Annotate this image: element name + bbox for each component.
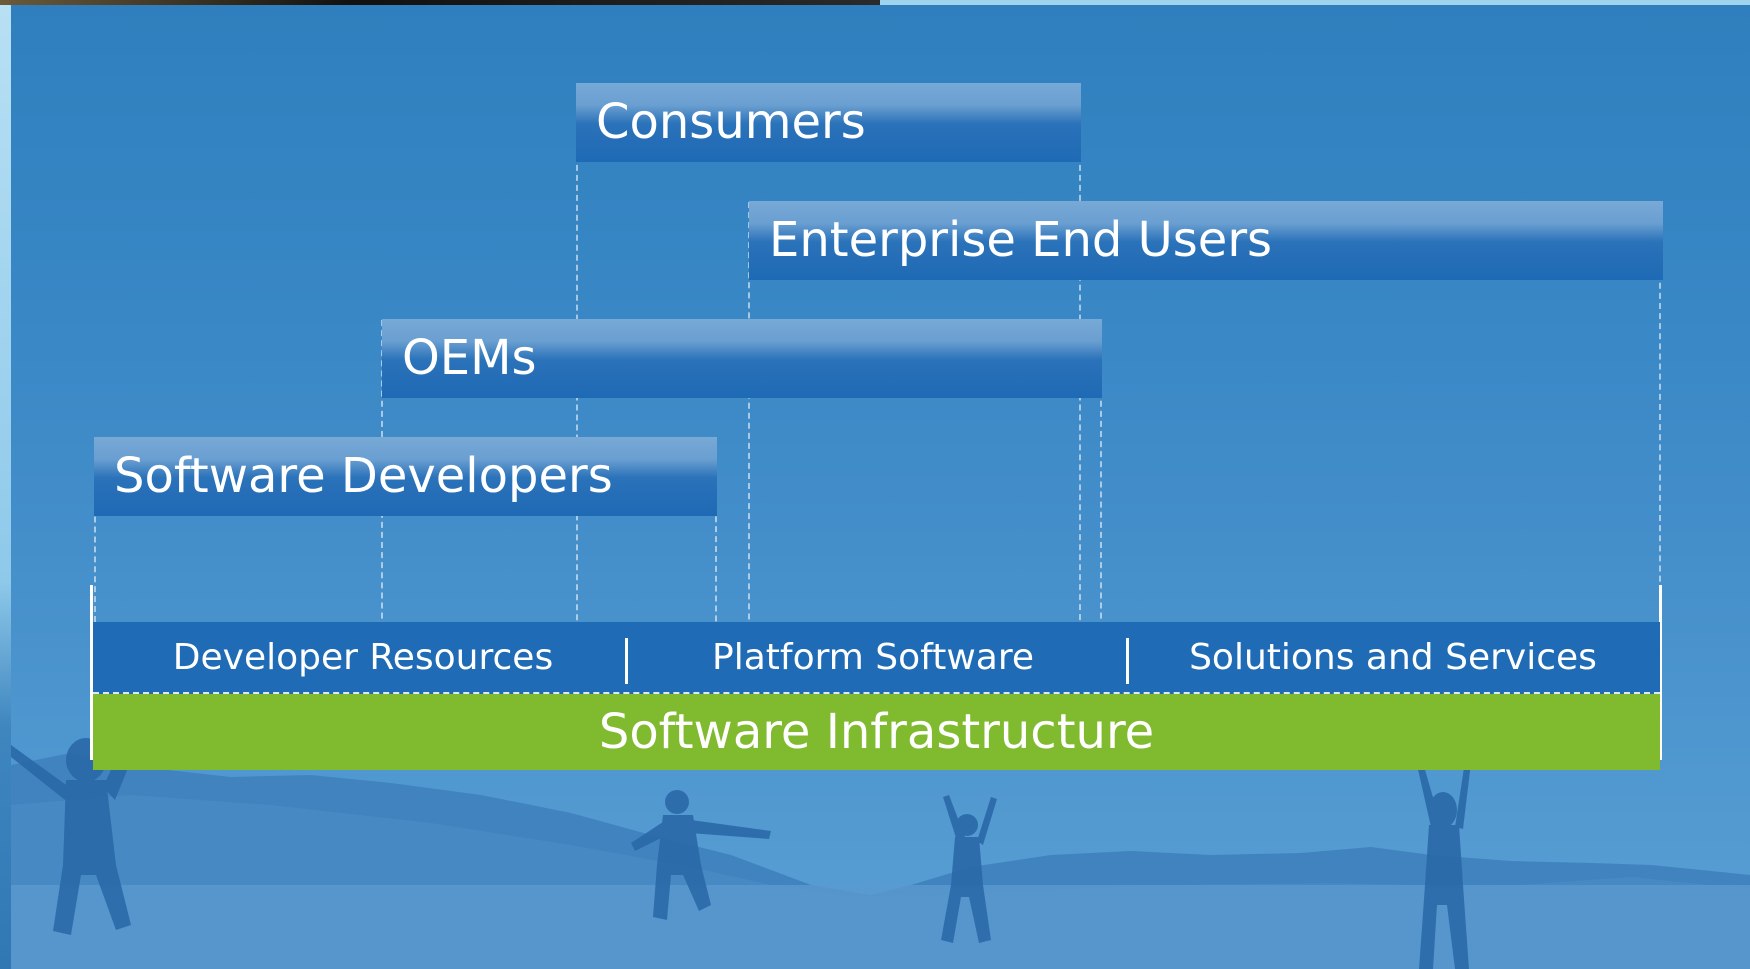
left-edge-strip <box>0 0 11 969</box>
bracket-left <box>90 585 93 760</box>
infrastructure-divider <box>93 692 1660 694</box>
resources-row: Developer Resources Platform Software So… <box>93 622 1660 694</box>
software-infrastructure-bar: Software Infrastructure <box>93 694 1660 770</box>
resource-separator-2 <box>1126 638 1129 684</box>
guide-line-enterprise-right <box>1659 202 1661 622</box>
guide-line-oems-right <box>1100 320 1102 770</box>
audience-bar-software-developers: Software Developers <box>94 437 717 516</box>
guide-line-enterprise-left <box>748 202 750 770</box>
audience-label-consumers: Consumers <box>596 94 866 150</box>
resource-solutions-and-services: Solutions and Services <box>1189 637 1597 678</box>
ground-plain <box>11 885 1750 969</box>
bracket-right <box>1659 585 1662 760</box>
top-edge-strip <box>0 0 880 5</box>
audience-bar-consumers: Consumers <box>576 83 1081 162</box>
resource-separator-1 <box>625 638 628 684</box>
audience-bar-enterprise-end-users: Enterprise End Users <box>749 201 1663 280</box>
guide-line-consumers-left <box>576 85 578 770</box>
audience-label-enterprise-end-users: Enterprise End Users <box>769 212 1273 268</box>
resource-platform-software: Platform Software <box>712 637 1034 678</box>
audience-label-oems: OEMs <box>402 330 537 386</box>
resource-developer-resources: Developer Resources <box>172 637 554 678</box>
guide-line-developers-left <box>94 437 96 622</box>
guide-line-developers-right <box>715 437 717 770</box>
guide-line-oems-left <box>381 320 383 770</box>
audience-bar-oems: OEMs <box>382 319 1102 398</box>
audience-label-software-developers: Software Developers <box>114 448 613 504</box>
